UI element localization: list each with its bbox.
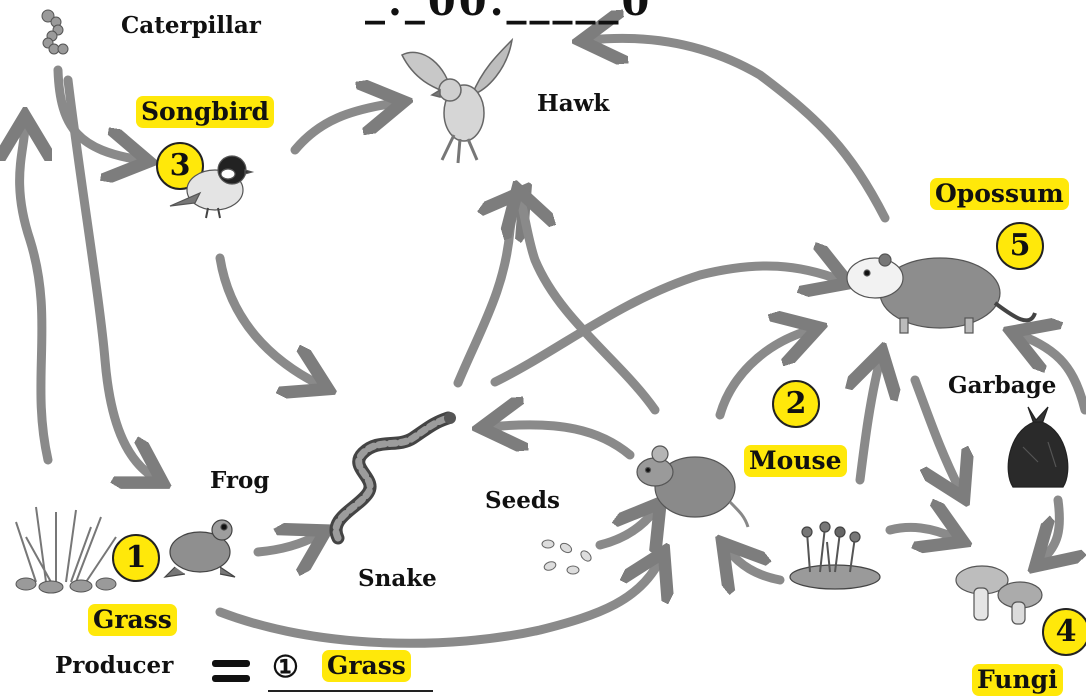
fungi-number: 4 — [1042, 608, 1086, 656]
arrow-opossum-to-hawk — [590, 38, 885, 218]
frog-label: Frog — [210, 467, 269, 494]
answer-number: ① — [272, 650, 299, 685]
mouse-highlight: Mouse — [744, 445, 847, 477]
frog-icon — [160, 512, 245, 582]
mouse-icon — [630, 432, 750, 532]
fungi-icon — [952, 560, 1047, 630]
arrow-garbage-to-fungi — [1042, 500, 1059, 560]
arrow-songbird-to-snake — [220, 258, 320, 385]
arrow-frog-to-snake — [258, 535, 318, 552]
fungi-highlight: Fungi — [972, 664, 1063, 696]
arrow-snake-to-hawk — [458, 198, 520, 383]
seeds-label: Seeds — [485, 487, 560, 514]
mouse-number: 2 — [772, 380, 820, 428]
producer-label: Producer — [55, 652, 173, 679]
arrow-plants-to-fungi — [890, 527, 955, 538]
songbird-highlight: Songbird — [136, 96, 274, 128]
songbird-icon — [160, 148, 255, 223]
hawk-label: Hawk — [537, 90, 609, 117]
equals-sign — [212, 660, 250, 684]
arrow-fungi-plant-to-opossum — [860, 360, 880, 480]
opossum-icon — [845, 238, 1040, 338]
answer-underline — [268, 690, 433, 692]
grass-number: 1 — [112, 534, 160, 582]
plants-on-rocks-icon — [785, 512, 885, 592]
arrow-songbird-to-hawk — [295, 103, 395, 150]
garbage-bag-icon — [998, 402, 1078, 492]
arrow-mouse-to-snake — [490, 425, 630, 455]
caterpillar-label: Caterpillar — [121, 12, 261, 39]
arrow-plants-to-mouse — [728, 550, 780, 580]
hawk-icon — [392, 35, 527, 165]
caterpillar-icon — [36, 8, 76, 58]
grass-highlight: Grass — [88, 604, 177, 636]
answer-grass-highlight: Grass — [322, 650, 411, 682]
arrow-grass-to-caterpillar — [20, 125, 48, 460]
seeds-icon — [538, 534, 598, 584]
title-fragment: _._00._____0 — [365, 0, 652, 25]
grass-icon — [6, 502, 124, 594]
garbage-label: Garbage — [948, 372, 1056, 399]
snake-label: Snake — [358, 565, 437, 592]
opossum-highlight: Opossum — [930, 178, 1069, 210]
snake-icon — [318, 408, 463, 548]
